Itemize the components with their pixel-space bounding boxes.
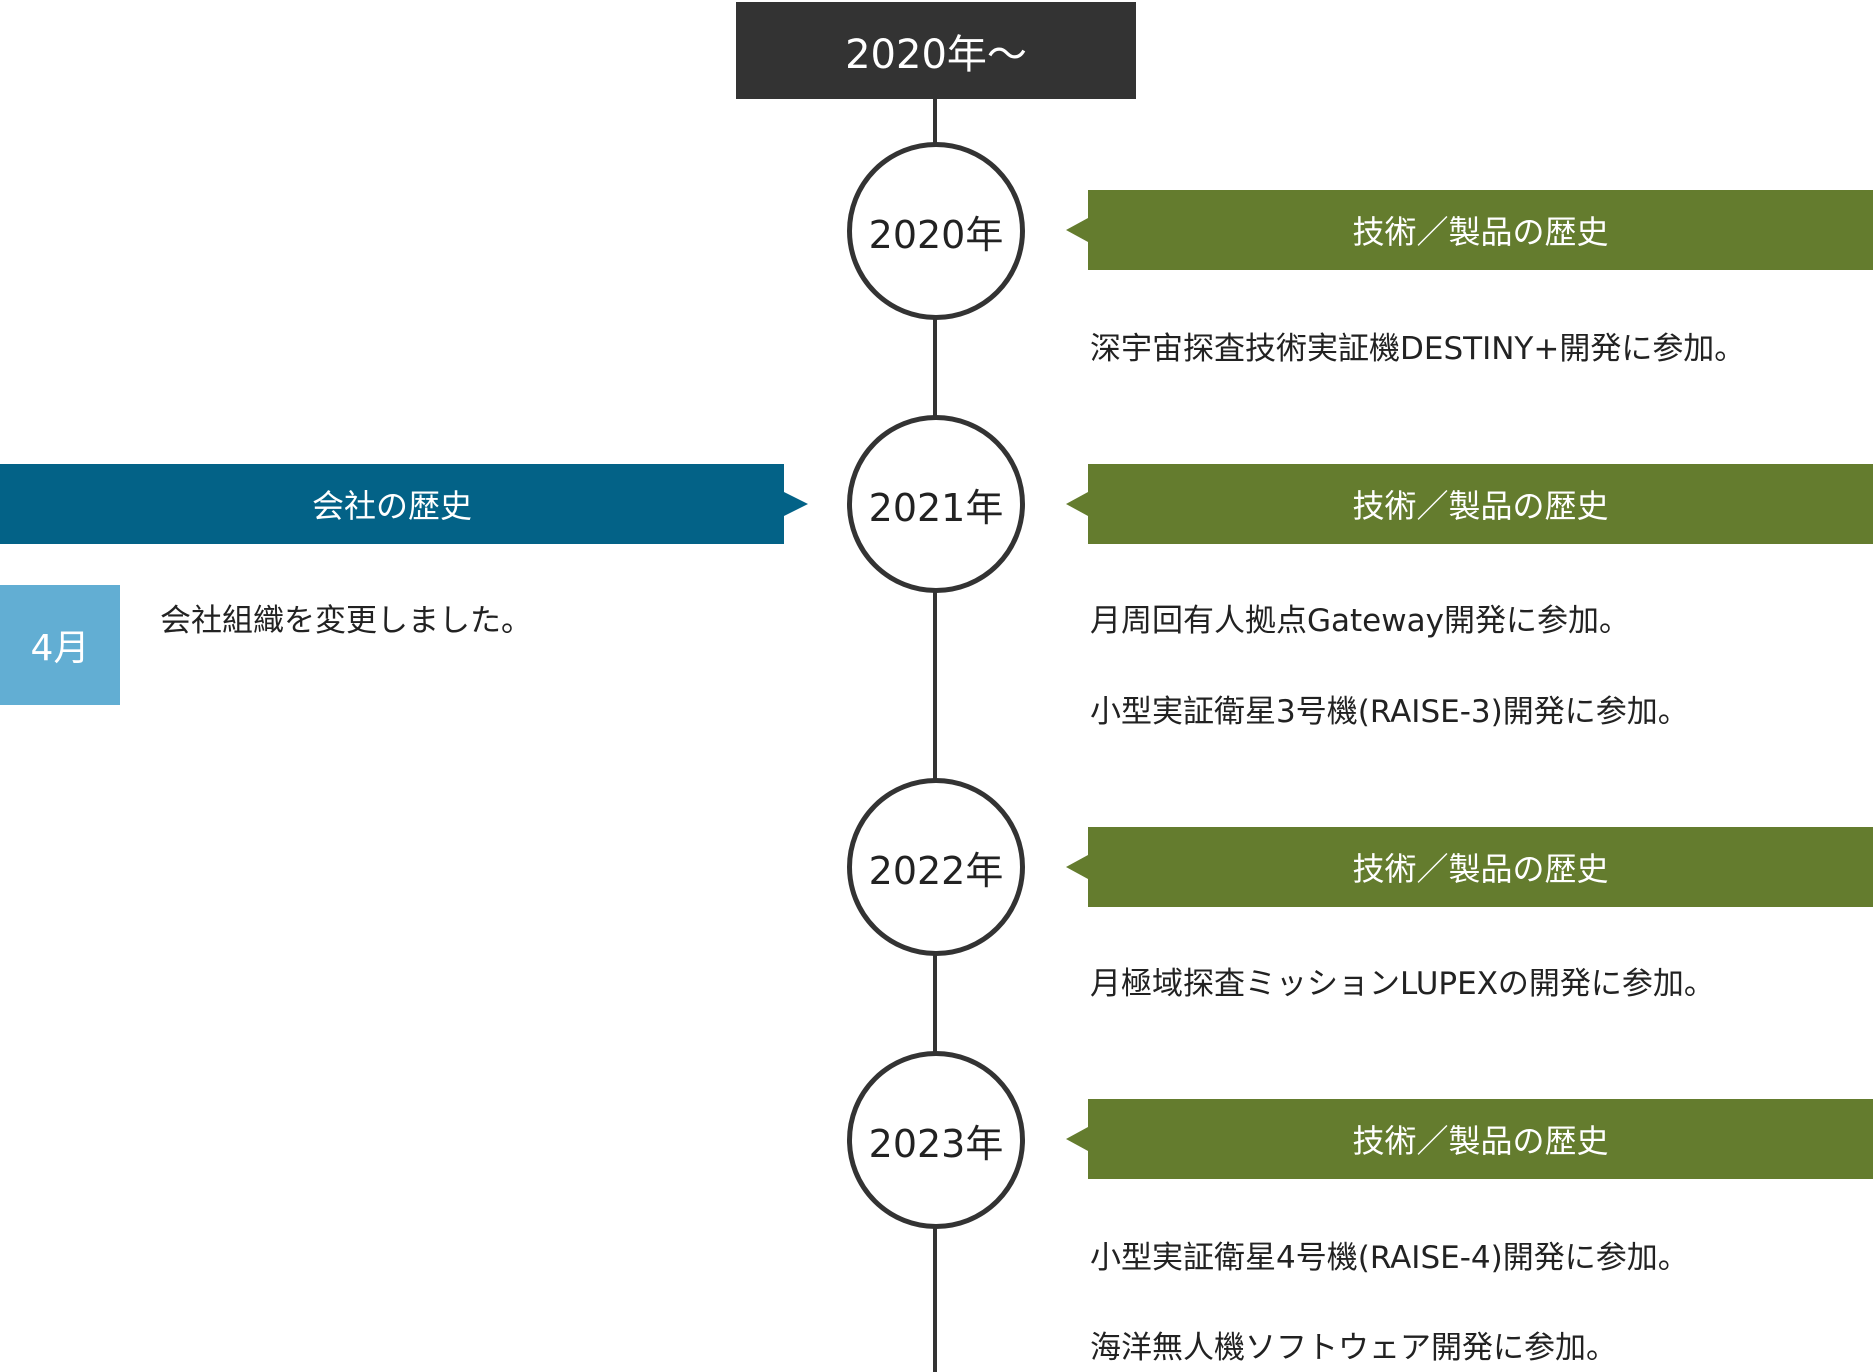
timeline-line bbox=[933, 99, 937, 1372]
tech-history-banner-label: 技術／製品の歴史 bbox=[1352, 850, 1609, 888]
tech-history-banner: 技術／製品の歴史 bbox=[1066, 1099, 1873, 1179]
event-text: 小型実証衛星4号機(RAISE-4)開発に参加。 bbox=[1090, 1240, 1689, 1276]
tech-history-banner-label: 技術／製品の歴史 bbox=[1352, 1122, 1609, 1160]
tech-history-banner: 技術／製品の歴史 bbox=[1066, 464, 1873, 544]
month-label: 4月 bbox=[30, 628, 90, 669]
year-circle-2020: 2020年 bbox=[847, 142, 1025, 320]
year-label: 2021年 bbox=[868, 485, 1004, 530]
company-history-banner-label: 会社の歴史 bbox=[311, 487, 472, 525]
month-badge: 4月 bbox=[0, 585, 120, 705]
company-history-banner: 会社の歴史 bbox=[0, 464, 808, 544]
tech-history-banner: 技術／製品の歴史 bbox=[1066, 190, 1873, 270]
year-label: 2020年 bbox=[868, 212, 1004, 257]
event-text: 月周回有人拠点Gateway開発に参加。 bbox=[1090, 603, 1630, 639]
event-text: 小型実証衛星3号機(RAISE-3)開発に参加。 bbox=[1090, 694, 1689, 730]
tech-history-banner: 技術／製品の歴史 bbox=[1066, 827, 1873, 907]
event-text: 海洋無人機ソフトウェア開発に参加。 bbox=[1090, 1330, 1617, 1366]
event-text: 月極域探査ミッションLUPEXの開発に参加。 bbox=[1090, 966, 1715, 1002]
year-circle-2022: 2022年 bbox=[847, 778, 1025, 956]
company-event-text: 会社組織を変更しました。 bbox=[160, 603, 532, 639]
tech-history-banner-label: 技術／製品の歴史 bbox=[1352, 213, 1609, 251]
period-header: 2020年〜 bbox=[736, 2, 1136, 99]
year-circle-2023: 2023年 bbox=[847, 1051, 1025, 1229]
tech-history-banner-label: 技術／製品の歴史 bbox=[1352, 487, 1609, 525]
year-label: 2022年 bbox=[868, 848, 1004, 893]
event-text: 深宇宙探査技術実証機DESTINY+開発に参加。 bbox=[1090, 331, 1746, 367]
year-circle-2021: 2021年 bbox=[847, 415, 1025, 593]
year-label: 2023年 bbox=[868, 1121, 1004, 1166]
